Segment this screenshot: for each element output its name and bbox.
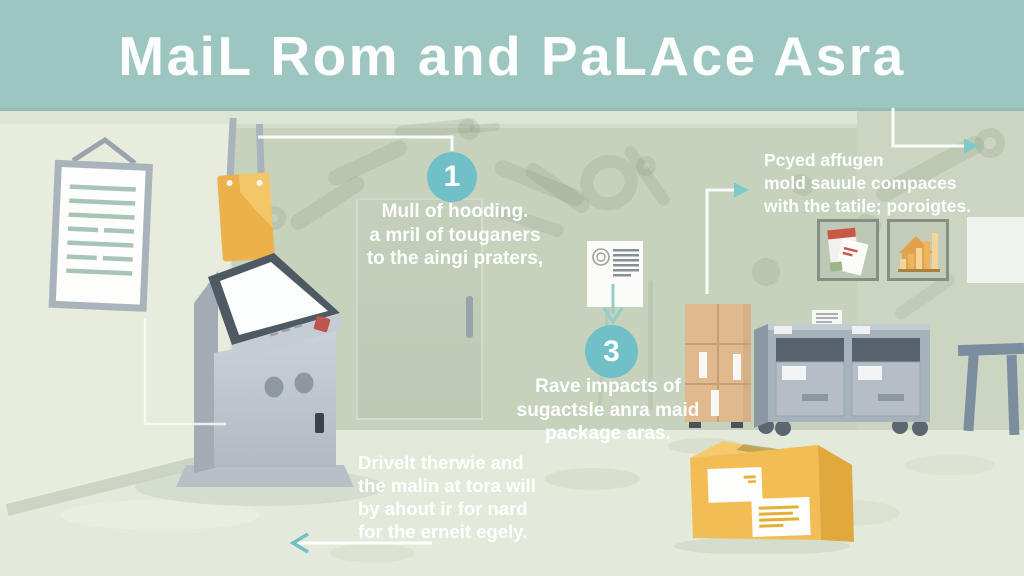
shelf-note-line: with the tatile; poroigtes. <box>764 196 972 216</box>
cart-wheel <box>775 420 791 436</box>
floor-note-line: the malin at tora will <box>358 475 536 496</box>
mail-envelope <box>835 238 869 276</box>
tag-strap <box>226 117 237 183</box>
mail-green-tab <box>829 261 843 272</box>
floor-mark <box>545 468 640 490</box>
tool-silhouette <box>975 128 1005 158</box>
tool-silhouette <box>648 280 653 410</box>
step-1-text: Mull of hooding. a mril of touganers to … <box>352 200 558 271</box>
table-leg <box>963 354 979 432</box>
kiosk-button <box>294 372 314 394</box>
pallet-foot <box>689 422 701 428</box>
back-wall-panel <box>232 124 857 436</box>
step-3-line: package aras. <box>545 423 671 444</box>
blank-poster <box>967 217 1024 283</box>
bar-chart-art-icon <box>887 219 949 281</box>
step-3-line: sugactsle anra maid <box>516 399 700 421</box>
shelf-note-line: mold sauule compaces <box>764 173 957 193</box>
tool-silhouette <box>636 156 656 176</box>
title-banner: MaiL Rom and PaLAce Asra <box>0 0 1024 111</box>
document-icon <box>587 241 643 307</box>
cart-label <box>858 366 882 380</box>
step-3-text: Rave impacts of sugactsle anra maid pack… <box>502 375 714 446</box>
floor-note-line: by ahout ir for nard <box>358 498 528 519</box>
kiosk-base <box>176 465 354 487</box>
pallet-foot <box>731 422 743 428</box>
floor-note-line: for the erneit egely. <box>358 521 528 542</box>
kiosk-icon <box>176 253 354 487</box>
table-leg <box>1006 354 1020 436</box>
tool-silhouette <box>752 258 780 286</box>
shelf-note-line: Pcyed affugen <box>764 150 884 170</box>
kiosk-button <box>264 376 284 398</box>
mail-art-icon <box>817 219 879 281</box>
cart-bin-opening <box>852 338 920 362</box>
step-1-line: a mril of touganers <box>369 224 541 246</box>
parcel-shadow <box>674 537 850 554</box>
step-1-line: to the aingi praters, <box>366 248 544 269</box>
wall-trim-strip <box>0 111 1024 124</box>
document-stamp <box>592 248 610 266</box>
cart-handle <box>802 394 828 401</box>
carton-labels <box>699 352 741 416</box>
cart-label <box>782 366 806 380</box>
floor-note-line: Drivelt therwie and <box>358 452 524 473</box>
cart-side <box>754 324 768 428</box>
poster-hanger <box>71 136 137 166</box>
cart-tab <box>774 326 792 334</box>
door-handle-icon <box>466 296 473 338</box>
kiosk-screen <box>220 262 328 335</box>
floor-mark <box>905 455 995 475</box>
step-1-line: Mull of hooding. <box>381 201 529 222</box>
mail-cart-icon <box>754 310 930 436</box>
chart-bars <box>898 233 940 272</box>
shelf-note-text: Pcyed affugen mold sauule compaces with … <box>764 149 1004 218</box>
parcel-box-icon <box>674 441 854 554</box>
cart-handle <box>878 394 904 401</box>
floor-note-text: Drivelt therwie and the malin at tora wi… <box>358 451 598 543</box>
table-icon <box>958 342 1024 436</box>
step-1-badge: 1 <box>427 152 477 202</box>
parcel-side <box>818 445 854 542</box>
poster-icon <box>48 136 153 312</box>
cart-bin-opening <box>776 338 844 362</box>
step-3-line: Rave impacts of <box>535 376 681 397</box>
carton-stack-icon <box>685 304 751 428</box>
tool-silhouette <box>458 118 480 140</box>
step-3-badge: 3 <box>585 325 638 378</box>
parcel-label <box>707 467 763 503</box>
poster-text-lines <box>66 184 136 276</box>
page-title: MaiL Rom and PaLAce Asra <box>118 25 906 87</box>
kiosk-console-details <box>269 315 331 337</box>
kiosk-slot <box>315 413 324 433</box>
parcel-label <box>751 496 811 538</box>
tag-body <box>217 172 275 262</box>
table-top <box>958 342 1024 357</box>
document-text-lines <box>613 249 639 277</box>
cart-tab <box>852 326 870 334</box>
cart-wheel <box>912 420 928 436</box>
door <box>356 198 483 420</box>
cart-paper-lines <box>816 313 838 323</box>
floor-mark <box>330 544 415 562</box>
